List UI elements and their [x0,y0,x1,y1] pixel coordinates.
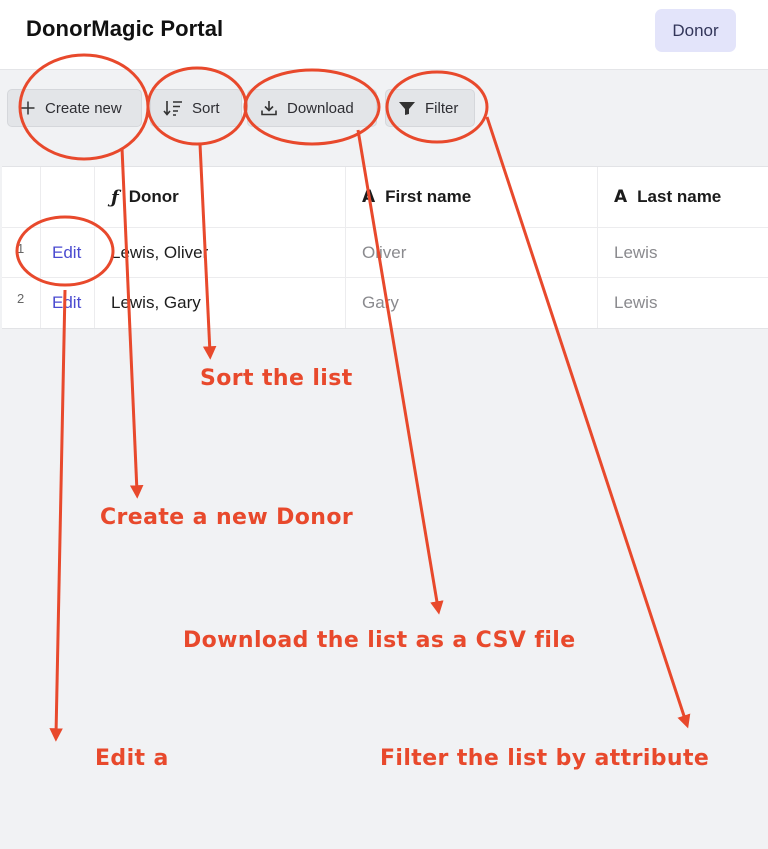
download-button[interactable]: Download [247,89,377,127]
edit-link[interactable]: Edit [41,278,95,328]
annotation-filter: Filter the list by attribute [380,746,710,771]
text-type-icon: A [614,187,628,207]
row-number-header [2,167,41,227]
download-icon [261,101,277,116]
row-number: 1 [2,228,41,277]
create-new-label: Create new [45,99,122,117]
table-row: 2 Edit Lewis, Gary Gary Lewis [2,278,768,328]
annotation-sort: Sort the list [200,366,353,391]
arrow-edit [49,289,67,742]
table-header-row: ƒ Donor A First name A Last name [2,167,768,228]
sort-label: Sort [192,99,220,117]
donor-nav-button[interactable]: Donor [655,9,736,52]
annotation-download: Download the list as a CSV file [183,628,576,653]
filter-label: Filter [425,99,459,117]
column-header-label: First name [385,187,472,206]
first-name-cell[interactable]: Gary [346,278,598,328]
column-header-last-name[interactable]: A Last name [598,167,768,227]
filter-button[interactable]: Filter [385,89,475,127]
first-name-cell[interactable]: Oliver [346,228,598,277]
column-header-label: Last name [637,187,722,206]
sort-icon [163,101,182,116]
filter-icon [399,102,415,115]
donor-cell[interactable]: Lewis, Gary [95,278,346,328]
last-name-cell[interactable]: Lewis [614,242,658,262]
edit-column-header [41,167,95,227]
row-number: 2 [2,278,41,328]
app-title: DonorMagic Portal [26,16,224,41]
annotation-edit: Edit a [95,746,169,771]
donor-table: ƒ Donor A First name A Last name 1 Edit … [2,166,768,329]
app-header: DonorMagic Portal Donor [0,0,768,70]
formula-icon: ƒ [111,186,119,208]
sort-button[interactable]: Sort [150,89,242,127]
annotation-create: Create a new Donor [100,505,354,530]
column-header-donor[interactable]: ƒ Donor [95,167,346,227]
last-name-cell[interactable]: Lewis [614,293,658,312]
column-header-first-name[interactable]: A First name [346,167,598,227]
download-label: Download [287,99,354,117]
table-row: 1 Edit Lewis, Oliver Oliver Lewis [2,228,768,278]
column-header-label: Donor [128,187,179,206]
donor-cell[interactable]: Lewis, Oliver [95,228,346,277]
edit-link[interactable]: Edit [41,228,95,277]
create-new-button[interactable]: Create new [7,89,142,127]
plus-icon [21,101,35,115]
text-type-icon: A [362,187,376,207]
